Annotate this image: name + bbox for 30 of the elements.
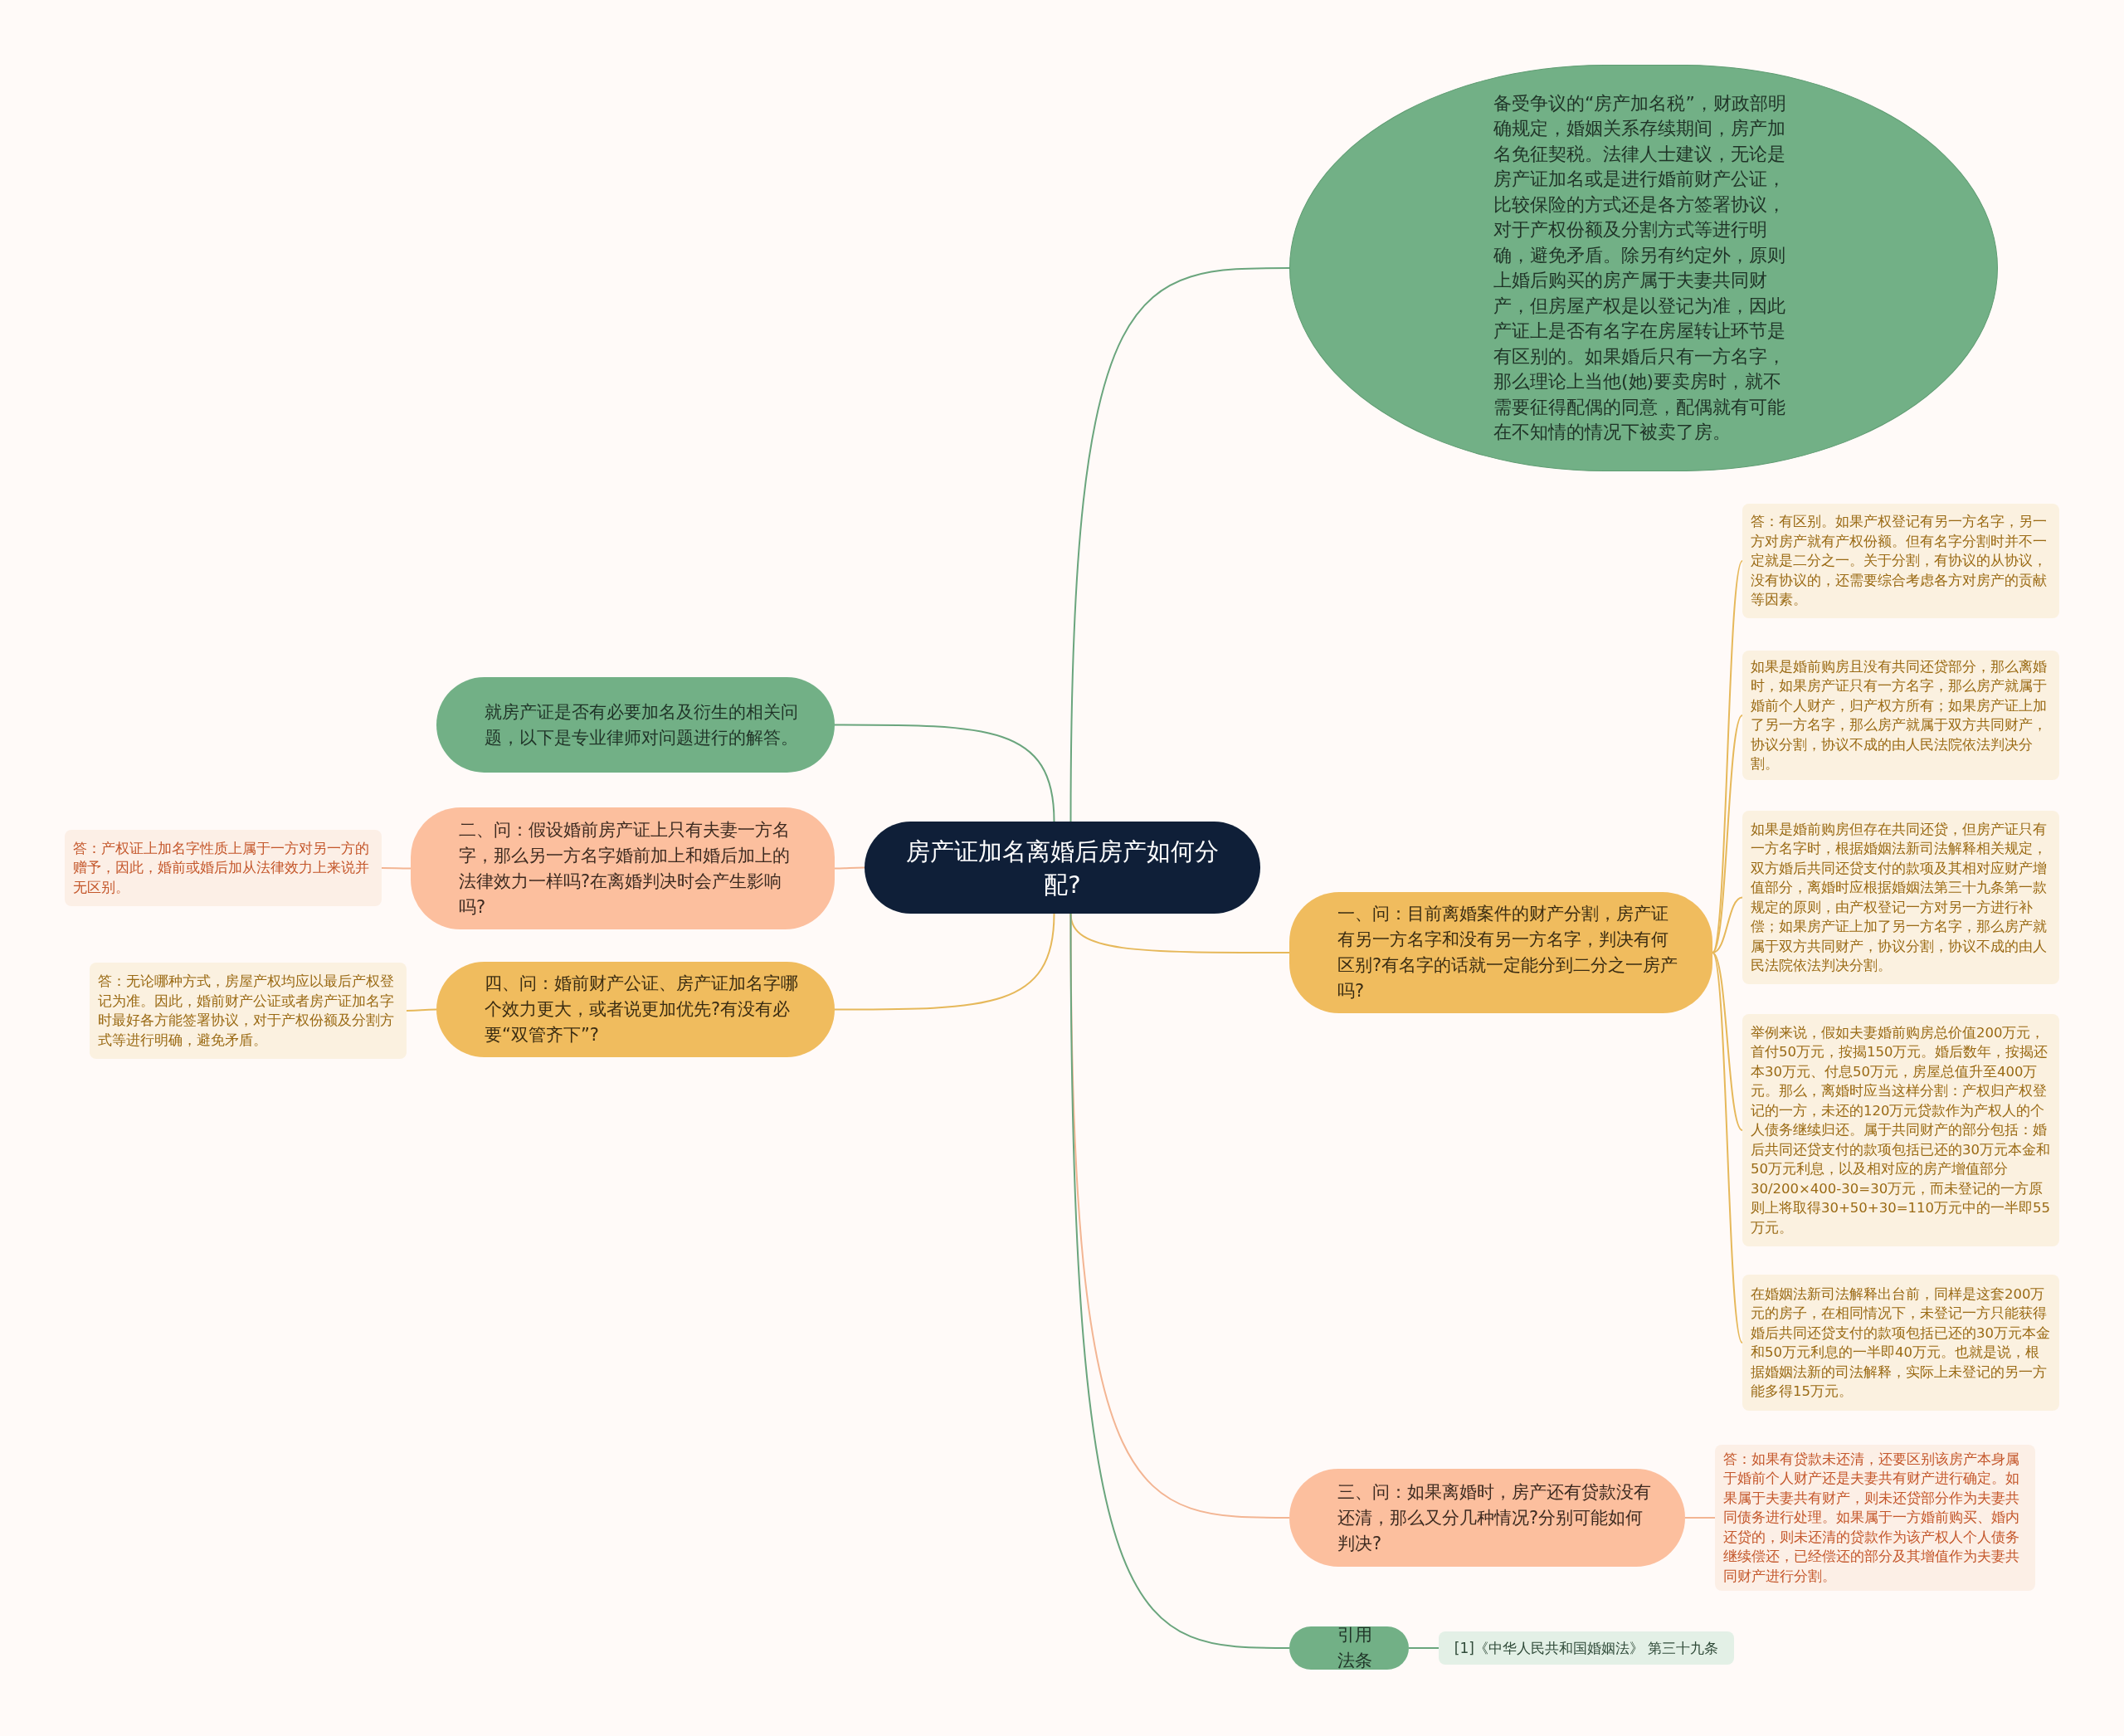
answer-note: 如果是婚前购房但存在共同还贷，但房产证只有一方名字时，根据婚姻法新司法解释相关规定，双方婚后共同还贷支付的款项及其相对应财产增值部分，离婚时应根据婚姻法第三十九条第一款规定的原则，由产权登记一方对另一方进行补偿；如果房产证上加了另一方名字，那么房产就属于双方共同财产，协议分割，协议不成的由人民法院依法判决分割。 [1742,811,2059,984]
branch-box: 三、问：如果离婚时，房产还有贷款没有还清，那么又分几种情况?分别可能如何判决? [1289,1469,1685,1567]
connector [1712,714,1743,953]
answer-note: 答：有区别。如果产权登记有另一方名字，另一方对房产就有产权份额。但有名字分割时并不一定就是二分之一。关于分割，有协议的从协议，没有协议的，还需要综合考虑各方对房产的贡献等因素。 [1742,504,2059,618]
answer-note: 在婚姻法新司法解释出台前，同样是这套200万元的房子，在相同情况下，未登记一方只能获得婚后共同还贷支付的款项包括已还的30万元本金和50万元利息的一半即40万元。也就是说，根据婚姻法新的司法解释，实际上未登记的另一方能多得15万元。 [1742,1275,2059,1411]
connector [381,867,412,870]
branch-box: 二、问：假设婚前房产证上只有夫妻一方名字，那么另一方名字婚前加上和婚后加上的法律效力一样吗?在离婚判决时会产生影响吗? [411,807,835,929]
connector [1408,1647,1440,1649]
answer-note: 答：如果有贷款未还清，还要区别该房产本身属于婚前个人财产还是夫妻共有财产进行确定。如果属于夫妻共有财产，则未还贷部分作为夫妻共同债务进行处理。如果属于一方婚前购买、婚内还贷的，则未还清的贷款作为该产权人个人债务继续偿还，已经偿还的部分及其增值作为夫妻共同财产进行分割。 [1715,1445,2035,1591]
connector [834,724,1055,822]
branch-box: 一、问：目前离婚案件的财产分割，房产证有另一方名字和没有另一方名字，判决有何区别?有名字的话就一定能分到二分之一房产吗? [1289,892,1712,1013]
answer-note: 如果是婚前购房且没有共同还贷部分，那么离婚时，如果房产证只有一方名字，那么房产就属于婚前个人财产，归产权方所有；如果房产证上加了另一方名字，那么房产就属于双方共同财产，协议分割，协议不成的由人民法院依法判决分割。 [1742,651,2059,780]
connector [1069,267,1290,822]
topic-bubble: 备受争议的“房产加名税”，财政部明确规定，婚姻关系存续期间，房产加名免征契税。法律人士建议，无论是房产证加名或是进行婚前财产公证，比较保险的方式还是各方签署协议，对于产权份额及分割方式等进行明确，避免矛盾。除另有约定外，原则上婚后购买的房产属于夫妻共同财产，但房屋产权是以登记为准，因此产证上是否有名字在房屋转让环节是有区别的。如果婚后只有一方名字，那么理论上当他(她)要卖房时，就不需要征得配偶的同意，配偶就有可能在不知情的情况下被卖了房。 [1289,65,1998,471]
connector [406,1008,437,1012]
connector [1684,1517,1716,1519]
branch-box: 就房产证是否有必要加名及衍生的相关问题，以下是专业律师对问题进行的解答。 [436,677,835,773]
connector [1712,952,1743,1343]
connector [834,913,1055,1011]
branch-box: 四、问：婚前财产公证、房产证加名字哪个效力更大，或者说更加优先?有没有必要“双管齐下”? [436,962,835,1057]
citation-note: [1]《中华人民共和国婚姻法》 第三十九条 [1439,1631,1734,1665]
answer-note: 答：产权证上加名字性质上属于一方对另一方的赠予，因此，婚前或婚后加从法律效力上来说并无区别。 [65,830,382,906]
connector [1712,560,1743,953]
connector [834,866,865,870]
connector [1712,952,1743,1131]
answer-note: 答：无论哪种方式，房屋产权均应以最后产权登记为准。因此，婚前财产公证或者房产证加名字时最好各方能签署协议，对于产权份额及分割方式等进行明确，避免矛盾。 [90,963,407,1059]
topic-box: 房产证加名离婚后房产如何分配? [865,822,1260,914]
connector [1712,896,1743,953]
answer-note: 举例来说，假如夫妻婚前购房总价值200万元，首付50万元，按揭150万元。婚后数年，按揭还本30万元、付息50万元，房屋总值升至400万元。那么，离婚时应当这样分割：产权归产权登记的一方，未还的120万元贷款作为产权人的个人债务继续归还。属于共同财产的部分包括：婚后共同还贷支付的款项包括已还的30万元本金和50万元利息，以及相对应的房产增值部分30/200×400-30=30万元，而未登记的一方原则上将取得30+50+30=110万元中的一半即55万元。 [1742,1014,2059,1246]
branch-box: 引用法条 [1289,1626,1409,1670]
